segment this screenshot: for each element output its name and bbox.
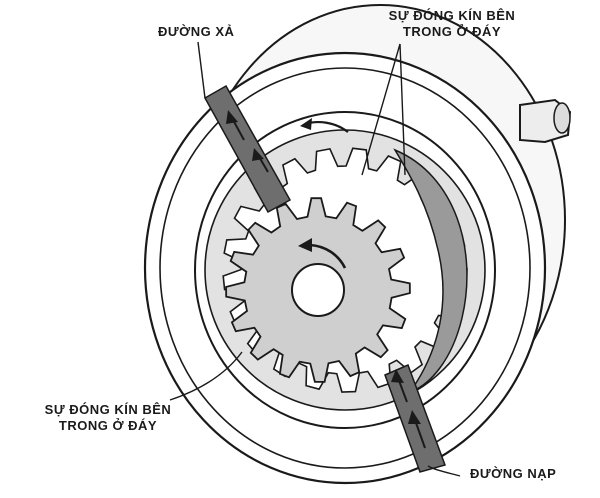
label-intake: ĐƯỜNG NẠP [470, 466, 557, 481]
intake-passage [384, 363, 446, 473]
leader-lines [169, 41, 461, 477]
rotation-arrow-inner [298, 238, 347, 269]
label-inner-seal-bottom-line1: SỰ ĐÓNG KÍN BÊN [44, 402, 172, 417]
label-inner-seal-bottom-line2: TRONG Ở ĐÁY [58, 418, 158, 433]
housing-rim [159, 67, 531, 469]
label-inner-seal-top-line2: TRONG Ở ĐÁY [402, 24, 502, 39]
label-inner-seal-top-line1: SỰ ĐÓNG KÍN BÊN [388, 8, 516, 23]
rotation-arrow-outer [300, 118, 349, 133]
label-discharge: ĐƯỜNG XẢ [158, 24, 235, 39]
discharge-passage [203, 84, 292, 214]
drive-shaft-hub [291, 263, 345, 317]
label-inner-seal-bottom: SỰ ĐÓNG KÍN BÊN TRONG Ở ĐÁY [18, 402, 198, 434]
shaft-stub [519, 98, 572, 144]
label-inner-seal-top: SỰ ĐÓNG KÍN BÊN TRONG Ở ĐÁY [362, 8, 542, 40]
